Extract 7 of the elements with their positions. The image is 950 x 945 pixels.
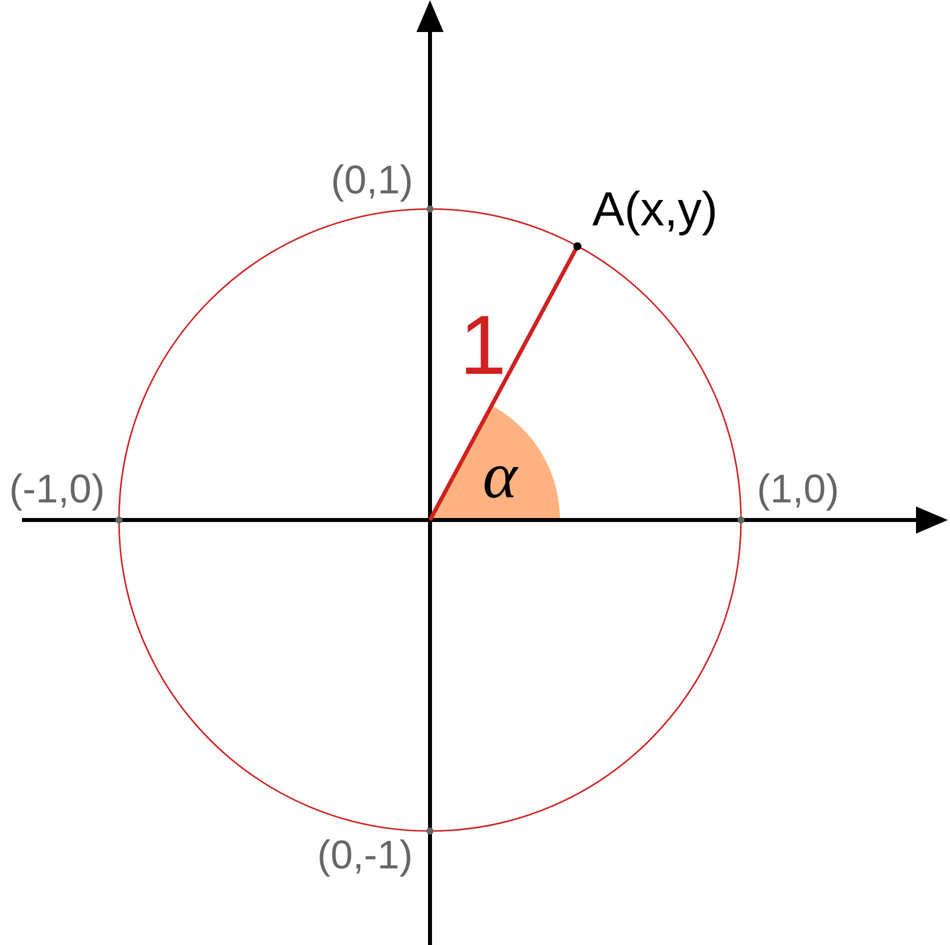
point-label: A(x,y) (592, 190, 715, 236)
radius-label: 1 (466, 316, 502, 374)
angle-label: α (484, 466, 518, 498)
coordinate-label: (0,-1) (320, 839, 410, 877)
coordinate-label: (1,0) (759, 473, 837, 511)
coordinate-label: (0,1) (333, 164, 411, 202)
coordinate-label: (-1,0) (12, 473, 102, 511)
